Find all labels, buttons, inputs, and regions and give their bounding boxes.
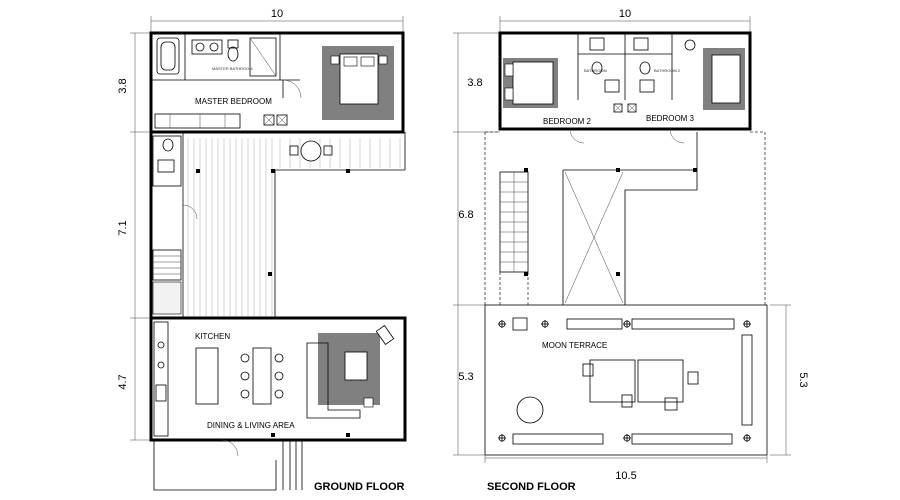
bedroom3-label: BEDROOM 3 xyxy=(646,114,695,123)
bedroom2-label: BEDROOM 2 xyxy=(543,117,592,126)
second-top-dimension: 10 xyxy=(499,8,751,34)
ground-floor-plan: 10 3.8 7.1 4.7 xyxy=(117,8,407,493)
second-dim-height-3: 5.3 xyxy=(458,371,473,383)
ground-width-dimension: 10 xyxy=(271,8,283,20)
second-dim-height-1: 3.8 xyxy=(467,77,482,89)
ground-left-dimension: 3.8 7.1 4.7 xyxy=(117,32,150,441)
bedrooms-block: BATHROOM BATHROOM 2 BEDROOM 2 BEDROOM 3 xyxy=(498,31,752,144)
second-width-dimension: 10 xyxy=(619,8,631,20)
second-left-dimension: 3.8 6.8 5.3 xyxy=(453,32,500,456)
ground-connector-block xyxy=(149,132,406,318)
ground-top-dimension: 10 xyxy=(150,8,404,34)
second-floor-plan: 10 3.8 6.8 5.3 xyxy=(453,8,809,493)
dining-living-label: DINING & LIVING AREA xyxy=(207,421,295,430)
kitchen-living-block: KITCHEN DINING & LIVING AREA xyxy=(149,316,407,491)
master-bedroom-block: MASTER BATHROOM MASTER BEDROOM xyxy=(149,31,405,134)
terrace-right-dimension: 5.3 xyxy=(797,372,809,387)
master-bedroom-label: MASTER BEDROOM xyxy=(195,97,272,106)
small-bath-1-label: BATHROOM xyxy=(584,68,607,73)
ground-floor-title: GROUND FLOOR xyxy=(314,481,404,493)
second-bottom-dimension: 10.5 5.3 xyxy=(484,304,809,482)
moon-terrace-block: MOON TERRACE xyxy=(484,304,768,456)
ground-dim-height-2: 7.1 xyxy=(117,220,129,235)
second-floor-title: SECOND FLOOR xyxy=(487,481,576,493)
small-bath-2-label: BATHROOM 2 xyxy=(654,68,681,73)
moon-terrace-label: MOON TERRACE xyxy=(542,341,607,350)
ground-dim-height-1: 3.8 xyxy=(117,78,129,93)
master-bathroom-label: MASTER BATHROOM xyxy=(212,66,253,71)
terrace-width-dimension: 10.5 xyxy=(615,470,636,482)
ground-dim-height-3: 4.7 xyxy=(117,374,129,389)
second-dim-height-2: 6.8 xyxy=(458,209,473,221)
second-void-section xyxy=(484,131,766,305)
kitchen-label: KITCHEN xyxy=(195,332,230,341)
